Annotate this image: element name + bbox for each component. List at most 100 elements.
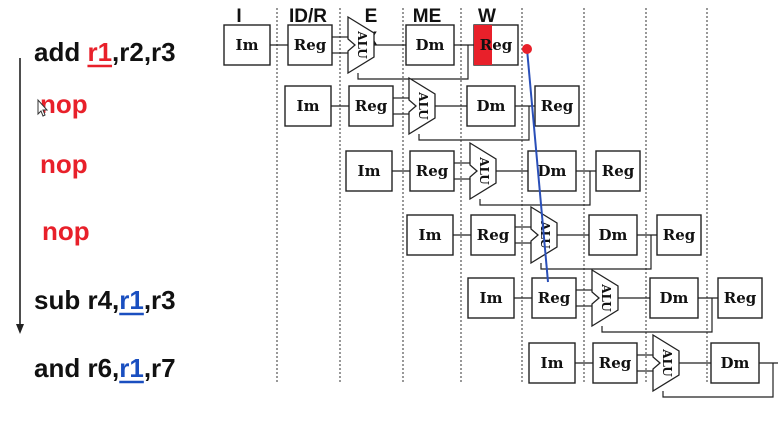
data-memory [649, 277, 699, 319]
instruction-text: nop [42, 216, 90, 246]
forwarding-origin-dot [522, 44, 532, 54]
instruction-nop-2: nop [40, 149, 88, 179]
bypass-wire [540, 235, 652, 270]
instruction-memory [467, 277, 515, 319]
reg-label: Reg [355, 97, 388, 115]
register-file [470, 214, 516, 256]
im-label: Im [297, 97, 320, 115]
data-memory [466, 85, 516, 127]
reg-label: Reg [294, 36, 327, 54]
pipeline-row: Im Reg ALU Dm Reg [223, 15, 519, 80]
dm-label: Dm [721, 354, 750, 372]
bypass-wire [662, 363, 774, 398]
instruction-text: add [34, 37, 87, 67]
im-label: Im [419, 226, 442, 244]
register-file-writeback [717, 277, 763, 319]
mouse-cursor-icon [37, 98, 49, 117]
bypass-wire [601, 298, 713, 333]
register-file-writeback [595, 150, 641, 192]
im-label: Im [236, 36, 259, 54]
dependent-register: r1 [87, 37, 112, 67]
forwarding-overlay [522, 44, 549, 283]
bypass-wire [418, 106, 530, 141]
forwarding-line [526, 48, 549, 283]
reg-label: Reg [724, 289, 757, 307]
pipeline-row: Im Reg ALU Dm Reg [467, 268, 763, 333]
alu [652, 333, 680, 393]
instruction-memory [223, 24, 271, 66]
instruction-text: nop [40, 89, 88, 119]
bypass-wire [479, 171, 591, 206]
dependent-register: r1 [119, 285, 144, 315]
reg-label: Reg [480, 36, 513, 54]
dm-label: Dm [477, 97, 506, 115]
register-file [592, 342, 638, 384]
stage-header-5-top: W [478, 6, 496, 27]
instruction-memory [528, 342, 576, 384]
dependent-register: r1 [119, 353, 144, 383]
instruction-sub: sub r4,r1,r3 [34, 285, 176, 315]
im-label: Im [541, 354, 564, 372]
register-file [409, 150, 455, 192]
reg-label: Reg [599, 354, 632, 372]
instruction-nop-3: nop [42, 216, 90, 246]
instruction-and: and r6,r1,r7 [34, 353, 176, 383]
im-label: Im [480, 289, 503, 307]
alu [408, 76, 436, 136]
register-file-writeback [534, 85, 580, 127]
instruction-nop-1: nop [40, 89, 88, 119]
dm-label: Dm [660, 289, 689, 307]
register-file [348, 85, 394, 127]
alu [469, 141, 497, 201]
dm-label: Dm [599, 226, 628, 244]
register-file [287, 24, 333, 66]
alu [591, 268, 619, 328]
instruction-add: add r1,r2,r3 [34, 37, 176, 67]
alu-label: ALU [599, 283, 613, 312]
register-file [531, 277, 577, 319]
instruction-memory [345, 150, 393, 192]
instruction-memory [406, 214, 454, 256]
reg-label: Reg [602, 162, 635, 180]
im-label: Im [358, 162, 381, 180]
alu-label: ALU [477, 156, 491, 185]
instruction-text: ,r7 [144, 353, 176, 383]
bypass-wire [357, 45, 469, 80]
instruction-text: ,r3 [144, 285, 176, 315]
dm-label: Dm [538, 162, 567, 180]
alu-label: ALU [416, 91, 430, 120]
register-file-writeback [656, 214, 702, 256]
stage-header-3-top: E [365, 6, 378, 27]
data-memory [588, 214, 638, 256]
stage-header-1-top: I [236, 6, 241, 27]
alu-label: ALU [660, 348, 674, 377]
dm-label: Dm [416, 36, 445, 54]
instruction-text: sub r4, [34, 285, 119, 315]
reg-label: Reg [541, 97, 574, 115]
instruction-text: nop [40, 149, 88, 179]
data-memory [405, 24, 455, 66]
alu-label: ALU [538, 220, 552, 249]
instruction-text: and r6, [34, 353, 119, 383]
pipeline-row: Im Reg ALU Dm Reg [406, 205, 702, 270]
writeback-highlight [474, 25, 492, 65]
instruction-text: ,r2,r3 [112, 37, 176, 67]
instruction-memory [284, 85, 332, 127]
reg-label: Reg [477, 226, 510, 244]
time-arrow-icon [16, 58, 24, 334]
reg-label: Reg [416, 162, 449, 180]
reg-label: Reg [663, 226, 696, 244]
alu [347, 15, 375, 75]
stage-header-4-top: ME [413, 6, 442, 27]
data-memory [710, 342, 760, 384]
alu-label: ALU [355, 30, 369, 59]
stage-header-2-top: ID/R [289, 6, 327, 27]
reg-label: Reg [538, 289, 571, 307]
pipeline-row: Im Reg ALU Dm Reg [345, 141, 641, 206]
pipeline-row: Im Reg ALU Dm Reg [284, 76, 580, 141]
